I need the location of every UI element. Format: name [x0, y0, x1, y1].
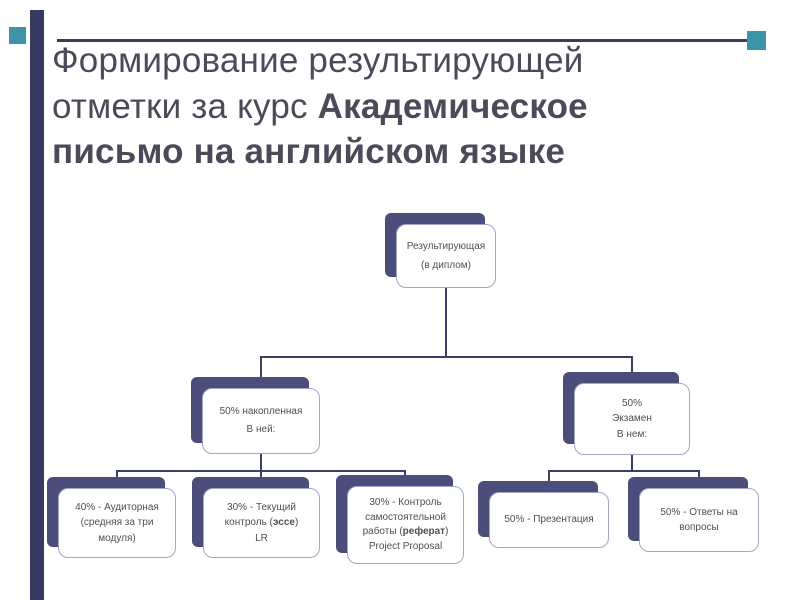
node-text-line: (средняя за три [80, 517, 154, 529]
node-card: Результирующая (в диплом) [396, 224, 496, 288]
node-text-line: вопросы [679, 522, 719, 533]
node-question-answers: 50% - Ответы на вопросы [628, 477, 759, 552]
node-text-line: В ней: [246, 424, 276, 435]
node-text-line: 30% - Текущий [227, 501, 296, 513]
node-text-segment-bold: эссе [272, 517, 295, 529]
node-text-line: Результирующая [406, 241, 486, 252]
node-text-line: самостоятельной [365, 511, 446, 523]
node-text-segment: ) [294, 517, 299, 529]
node-text-line: 40% - Аудиторная [75, 501, 159, 513]
slide-title: Формирование результирующей отметки за к… [52, 38, 782, 175]
node-card: 30% - Текущий контроль (эссе) LR [203, 488, 320, 558]
node-text-line: LR [255, 532, 268, 544]
node-text-segment: работы ( [362, 526, 403, 537]
node-card: 30% - Контроль самостоятельной работы (р… [347, 486, 464, 564]
node-card: 50% Экзамен В нем: [574, 383, 690, 455]
node-classroom-grade: 40% - Аудиторная (средняя за три модуля) [47, 477, 176, 558]
node-text-segment-bold: реферат [402, 526, 446, 537]
node-text-line: (в диплом) [421, 260, 471, 271]
node-text-line: Project Proposal [368, 540, 443, 552]
node-text-line: контроль (эссе) [225, 515, 299, 531]
node-card: 40% - Аудиторная (средняя за три модуля) [58, 488, 176, 558]
top-horizontal-rule [57, 39, 747, 42]
teal-square-left [9, 27, 26, 44]
node-card: 50% накопленная В ней: [202, 388, 320, 454]
title-line-2-regular: отметки за курс [52, 86, 318, 126]
node-text-line: 50% [621, 397, 642, 409]
node-card: 50% - Презентация [489, 492, 609, 548]
node-accumulated: 50% накопленная В ней: [191, 377, 320, 454]
node-text-segment: ) [445, 526, 449, 537]
left-accent-bar [30, 10, 44, 600]
title-line-1: Формирование результирующей [52, 41, 584, 80]
node-self-study-control: 30% - Контроль самостоятельной работы (р… [336, 475, 464, 564]
node-text-line: 50% - Презентация [504, 514, 594, 526]
node-current-control: 30% - Текущий контроль (эссе) LR [192, 477, 320, 558]
node-text-line: 50% - Ответы на [660, 506, 738, 518]
node-text-line: модуля) [98, 532, 136, 544]
node-text-line: 30% - Контроль [369, 497, 442, 508]
node-resulting-grade: Результирующая (в диплом) [385, 213, 496, 288]
node-presentation: 50% - Презентация [478, 481, 609, 548]
node-text-line: В нем: [616, 428, 648, 440]
node-card: 50% - Ответы на вопросы [639, 488, 759, 552]
node-text-line: Экзамен [612, 413, 652, 425]
teal-square-right [747, 31, 766, 50]
title-line-3: письмо на английском языке [52, 132, 566, 171]
node-text-segment: контроль ( [224, 517, 273, 529]
node-text-line: работы (реферат) [363, 525, 449, 540]
title-line-2-bold: Академическое [317, 86, 588, 126]
node-text-line: 50% накопленная [219, 406, 303, 417]
node-exam: 50% Экзамен В нем: [563, 372, 690, 455]
